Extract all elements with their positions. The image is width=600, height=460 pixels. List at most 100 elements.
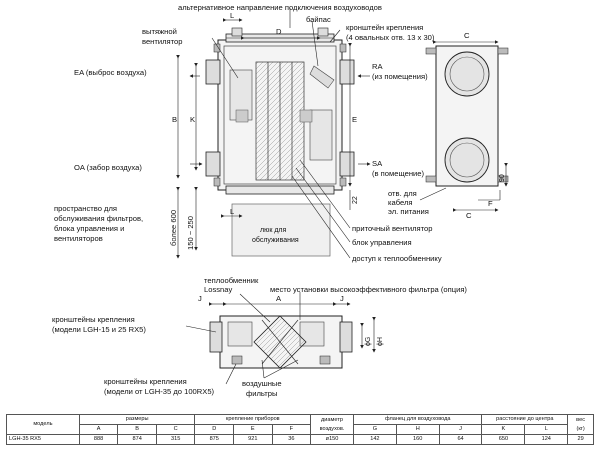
service-label-4: вентиляторов [54, 234, 103, 243]
cable-label-1: отв. для [388, 189, 417, 198]
range-label: 150 ~ 250 [186, 216, 195, 250]
hatch-label-1: люк для [260, 227, 287, 234]
dim-22: 22 [352, 196, 359, 204]
subheader-cell: J [438, 424, 483, 435]
header-flange: фланец для воздуховода [352, 414, 483, 425]
table-subheader-row: A B C D E F G H J K L [7, 424, 594, 435]
subheader-cell: D [194, 424, 235, 435]
ra-label-1: RA [372, 62, 383, 71]
brackets-large-label-1: кронштейны крепления [104, 377, 187, 386]
sa-label-2: (в помещение) [372, 169, 424, 178]
ra-label-2: (из помещения) [372, 72, 428, 81]
dim-K: K [190, 115, 195, 124]
header-diameter-line2: воздухов. [319, 425, 345, 432]
service-label-1: пространство для [54, 204, 117, 213]
dim-F: F [488, 199, 493, 208]
row-cell: 650 [481, 434, 526, 445]
supply-fan [309, 109, 333, 161]
header-diameter-line1: диаметр [321, 416, 343, 423]
dim-J-left: J [198, 294, 202, 303]
subheader-cell: E [233, 424, 273, 435]
ea-label: EA (выброс воздуха) [74, 68, 147, 77]
subheader-cell: C [155, 424, 196, 435]
hx-label-2: Lossnay [204, 285, 232, 294]
hx-label-1: теплообменник [204, 276, 259, 285]
dim-90: 90 [499, 174, 506, 182]
row-cell: 888 [78, 434, 119, 445]
row-cell: 315 [155, 434, 196, 445]
ra-port [444, 51, 490, 97]
row-cell: 160 [395, 434, 440, 445]
row-cell: ø150 [310, 434, 354, 445]
exhaust-fan-label-2: вентилятор [142, 37, 182, 46]
row-cell: 142 [352, 434, 397, 445]
oa-label: OA (забор воздуха) [74, 163, 142, 172]
header-weight: вес (кг) [567, 414, 594, 435]
row-cell: 29 [567, 434, 594, 445]
subheader-cell: A [78, 424, 119, 435]
subheader-cell: K [481, 424, 526, 435]
header-sizes: размеры [78, 414, 196, 425]
brackets-small-label-2: (модели LGH-15 и 25 RX5) [52, 325, 146, 334]
dim-D: D [276, 27, 282, 36]
sa-duct [339, 151, 355, 177]
service-label-2: обслуживания фильтров, [54, 214, 143, 223]
dim-J-right: J [340, 294, 344, 303]
side-view [419, 40, 509, 212]
dim-L-bottom: L [230, 207, 234, 216]
row-cell: 36 [271, 434, 312, 445]
row-cell: 875 [194, 434, 235, 445]
cable-label-2: кабеля [388, 198, 413, 207]
control-unit-label: блок управления [352, 238, 412, 247]
spec-table: модель размеры крепление приборов диамет… [6, 414, 594, 445]
top-view [176, 8, 371, 259]
row-cell: 874 [117, 434, 157, 445]
dim-E: E [352, 115, 357, 124]
service-label-3: блока управления и [54, 224, 124, 233]
table-header-row: модель размеры крепление приборов диамет… [6, 414, 594, 435]
row-cell: 64 [438, 434, 483, 445]
brackets-large-label-2: (модели от LGH-35 до 100RX5) [104, 387, 215, 396]
oa-duct [205, 151, 221, 177]
bracket-label-2: (4 овальных отв. 13 x 30) [346, 33, 435, 42]
cable-label-3: эл. питания [388, 207, 429, 216]
dim-L-top: L [230, 11, 234, 20]
ra-duct [339, 59, 355, 85]
air-filters-label-2: фильтры [246, 389, 277, 398]
row-cell: 921 [233, 434, 273, 445]
supply-fan-label: приточный вентилятор [352, 224, 432, 233]
hatch-label-2: обслуживания [252, 236, 299, 244]
header-weight-line1: вес [576, 416, 585, 423]
ea-duct [205, 59, 221, 85]
sa-label-1: SA [372, 159, 383, 168]
dim-B: B [172, 115, 177, 124]
dim-C-top: C [464, 31, 470, 40]
exhaust-fan-label-1: вытяжной [142, 27, 177, 36]
header-mount: крепление приборов [194, 414, 312, 425]
subheader-cell: L [524, 424, 569, 435]
subheader-cell: G [352, 424, 397, 435]
header-center: расстояние до центра [481, 414, 569, 425]
alt-direction-label: альтернативное направление подключения в… [178, 3, 382, 12]
header-model: модель [6, 414, 80, 435]
more600-label: более 600 [169, 210, 178, 246]
bottom-view [185, 292, 376, 385]
technical-drawing: альтернативное направление подключения в… [52, 3, 509, 398]
row-model: LGH-35 RX5 [6, 434, 80, 445]
row-cell: 124 [524, 434, 569, 445]
sa-port [444, 137, 490, 183]
dim-A: A [276, 294, 282, 303]
subheader-cell: B [117, 424, 157, 435]
dim-phiH: ϕH [377, 337, 384, 346]
header-diameter: диаметр воздухов. [310, 414, 354, 435]
air-filters-label-1: воздушные [242, 379, 282, 388]
hepa-label: место установки высокоэффективного фильт… [270, 285, 467, 294]
dim-phiG: ϕG [365, 337, 372, 346]
hx-access-label: доступ к теплообменнику [352, 254, 442, 263]
table-row: LGH-35 RX5 888 874 315 875 921 36 ø150 1… [6, 434, 594, 445]
brackets-small-label-1: кронштейны крепления [52, 315, 135, 324]
bypass-label: байпас [306, 15, 331, 24]
subheader-cell: H [395, 424, 440, 435]
bracket-label-1: кронштейн крепления [346, 23, 423, 32]
subheader-cell: F [271, 424, 312, 435]
